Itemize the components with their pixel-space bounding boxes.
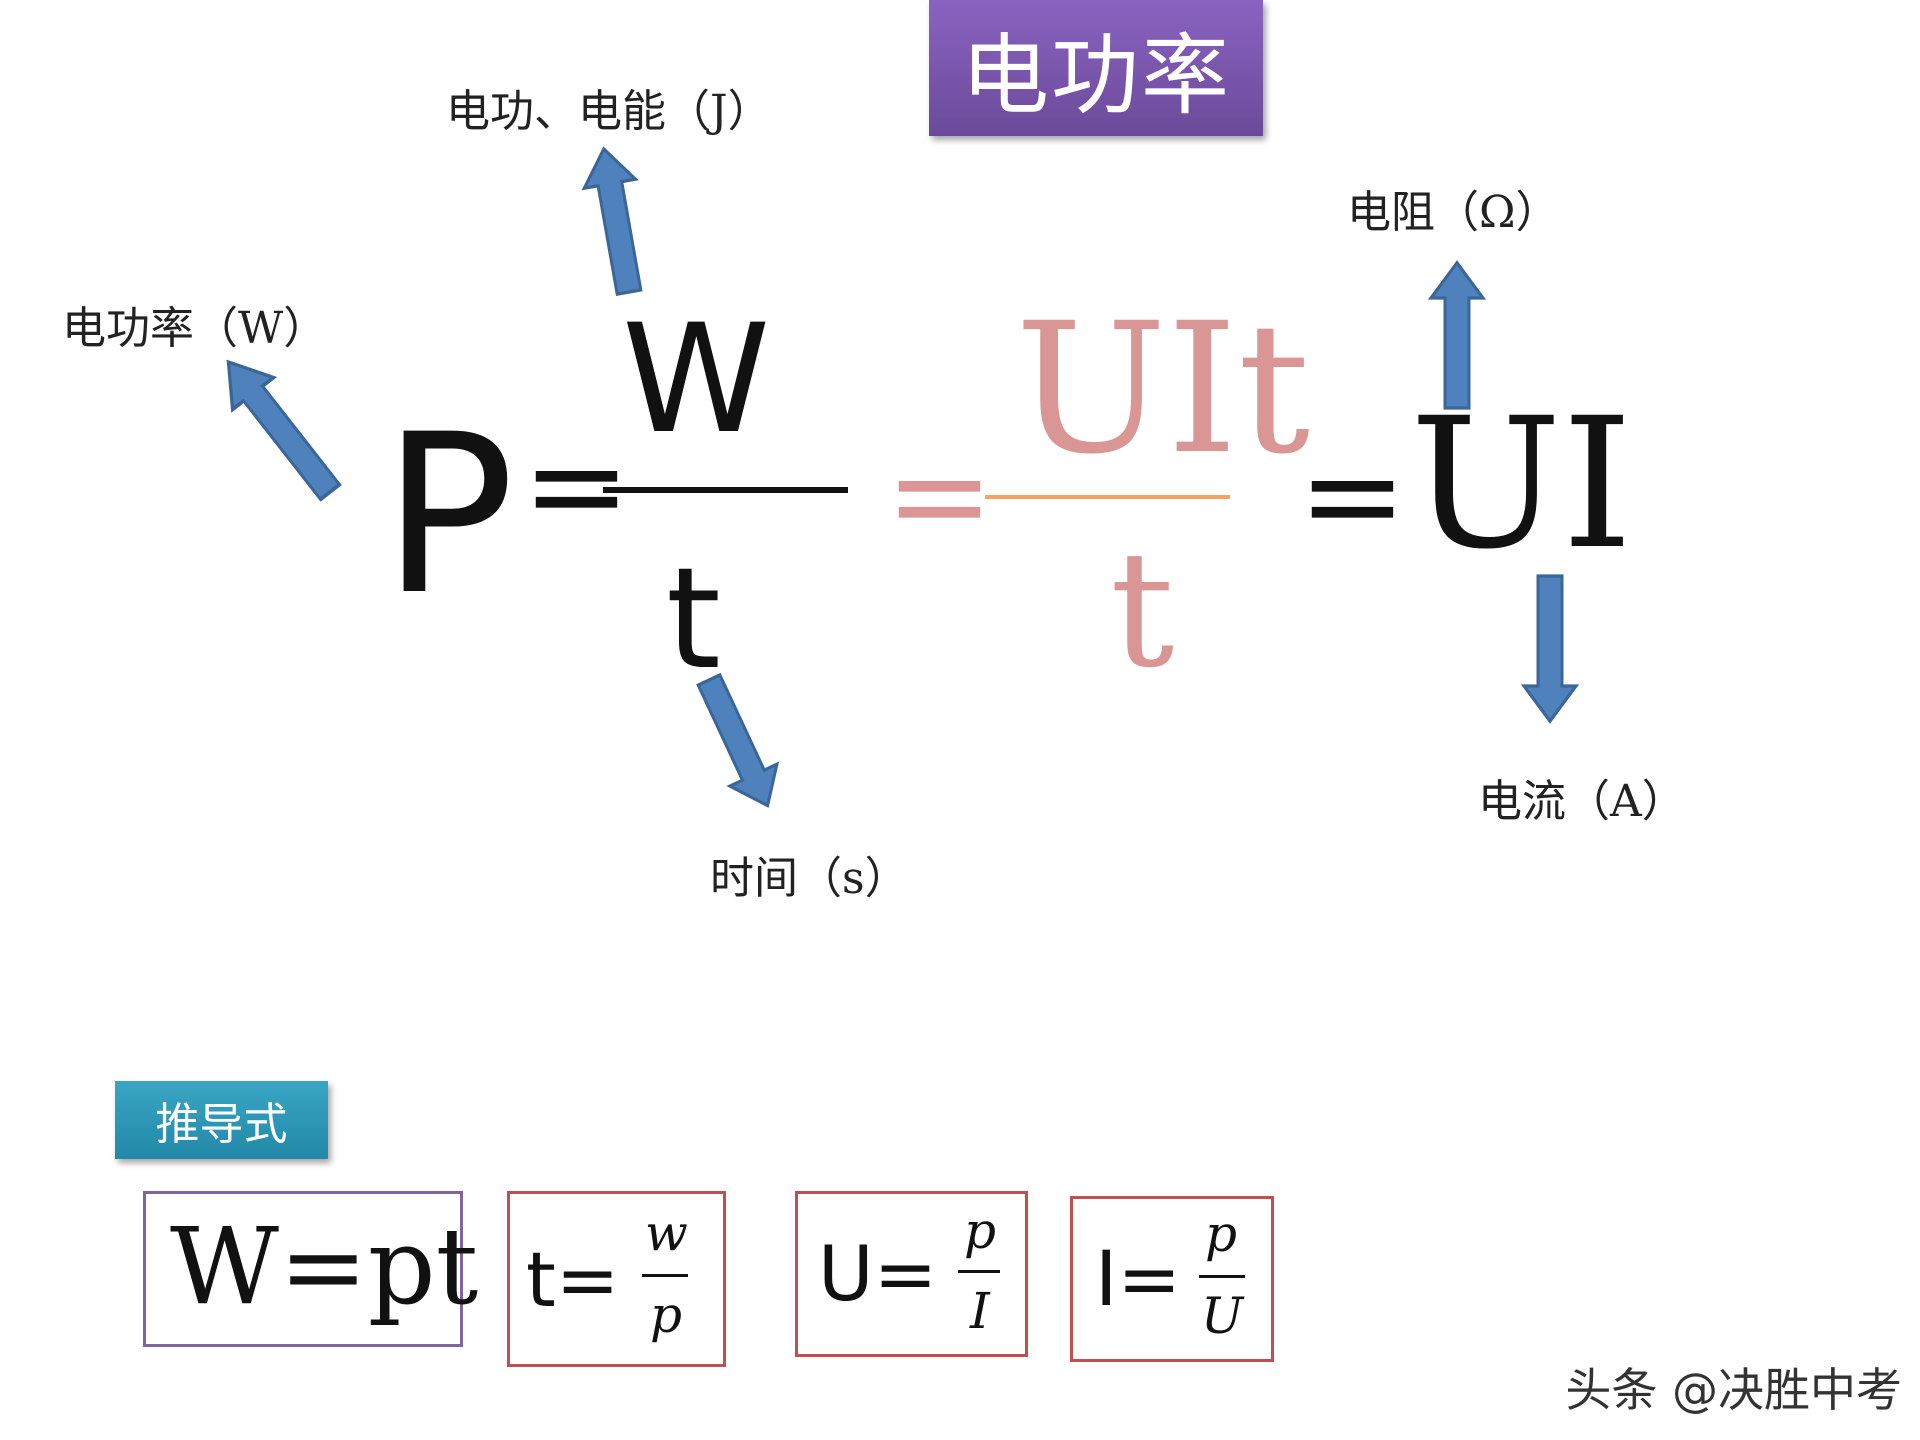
label-power-unit: 电功率（W）: [62, 303, 328, 354]
symbol-p: P: [382, 387, 515, 643]
formula-t-left: t=: [526, 1235, 620, 1324]
arrow-work-icon: [576, 142, 657, 299]
denominator-t-pink: t: [1110, 516, 1175, 703]
formula-w-pt: W=pt: [170, 1205, 479, 1328]
equals-1: =: [522, 409, 631, 561]
page-title: 电功率: [929, 0, 1263, 136]
watermark: 头条 @决胜中考: [1565, 1363, 1902, 1417]
formula-box-t: t= w p: [507, 1191, 726, 1367]
numerator-w: W: [622, 293, 771, 467]
equals-2: =: [885, 419, 994, 571]
numerator-uit: UIt: [1015, 285, 1311, 494]
arrow-current-icon: [1522, 574, 1578, 723]
formula-u-den: I: [970, 1282, 990, 1340]
formula-u-line: [958, 1270, 1000, 1273]
arrow-power-icon: [206, 344, 353, 510]
label-current-unit: 电流（A）: [1478, 776, 1686, 827]
fraction-line-2: [985, 495, 1230, 499]
label-time-unit: 时间（s）: [710, 853, 909, 904]
formula-box-i: I= p U: [1070, 1196, 1274, 1362]
derive-tag: 推导式: [115, 1081, 328, 1159]
formula-t-num: w: [645, 1204, 688, 1262]
label-resistance-unit: 电阻（Ω）: [1347, 187, 1560, 238]
formula-i-den: U: [1201, 1287, 1244, 1345]
equals-3: =: [1298, 419, 1407, 571]
result-ui: UI: [1410, 380, 1633, 589]
formula-i-left: I=: [1095, 1234, 1182, 1323]
label-work-unit: 电功、电能（J）: [446, 86, 772, 137]
formula-i-line: [1199, 1275, 1245, 1278]
formula-t-line: [642, 1274, 688, 1277]
formula-box-u: U= p I: [795, 1191, 1028, 1357]
formula-box-w: W=pt: [143, 1191, 478, 1347]
formula-t-den: p: [650, 1286, 683, 1344]
formula-i-num: p: [1205, 1205, 1238, 1263]
formula-u-left: U=: [818, 1229, 938, 1318]
formula-u-num: p: [964, 1202, 997, 1260]
denominator-t: t: [666, 538, 721, 701]
fraction-line-1: [603, 487, 848, 493]
